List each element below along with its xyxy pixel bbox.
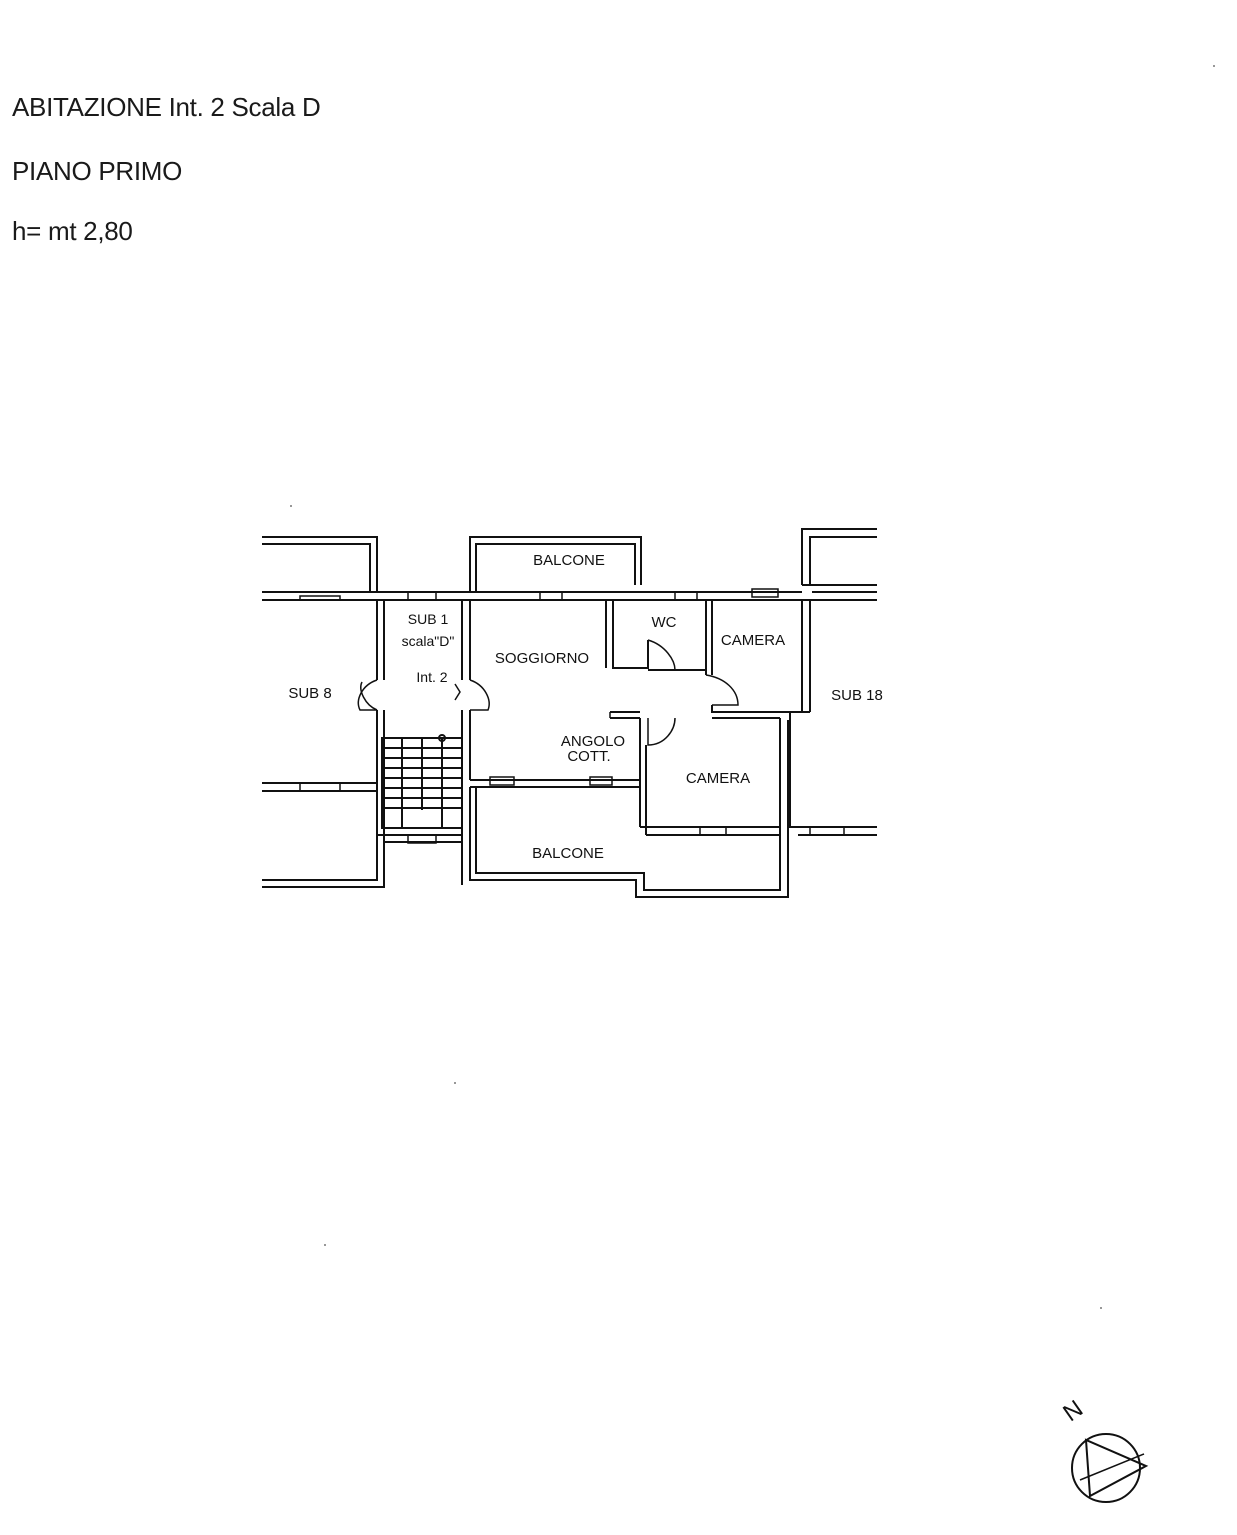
room-label-balcone-bottom: BALCONE [532, 845, 604, 862]
room-label-angolo: ANGOLO [561, 733, 625, 750]
room-label-int2: Int. 2 [416, 669, 447, 685]
scan-speck [290, 505, 292, 507]
room-label-balcone-top: BALCONE [533, 552, 605, 569]
windows [299, 588, 845, 844]
scan-speck [1213, 65, 1215, 67]
room-label-cott: COTT. [567, 748, 610, 765]
north-arrow-icon: N [1058, 1395, 1149, 1503]
ceiling-height-label: h= mt 2,80 [12, 216, 133, 246]
doors [357, 639, 739, 746]
room-label-camera-bottom: CAMERA [686, 770, 750, 787]
room-label-camera-top: CAMERA [721, 632, 785, 649]
scan-speck [1100, 1307, 1102, 1309]
scan-speck [324, 1244, 326, 1246]
room-label-wc: WC [652, 614, 677, 631]
scan-speck [454, 1082, 456, 1084]
floor-plan: BALCONE SUB 1 scala"D" Int. 2 WC CAMERA … [262, 528, 883, 898]
room-label-scala: scala"D" [402, 633, 455, 649]
page-title: ABITAZIONE Int. 2 Scala D [12, 92, 321, 122]
room-label-sub18: SUB 18 [831, 687, 883, 704]
room-label-soggiorno: SOGGIORNO [495, 650, 589, 667]
north-label: N [1058, 1395, 1088, 1427]
room-label-sub1: SUB 1 [408, 611, 449, 627]
floor-label: PIANO PRIMO [12, 156, 183, 186]
walls [262, 528, 877, 898]
room-label-sub8: SUB 8 [288, 685, 331, 702]
